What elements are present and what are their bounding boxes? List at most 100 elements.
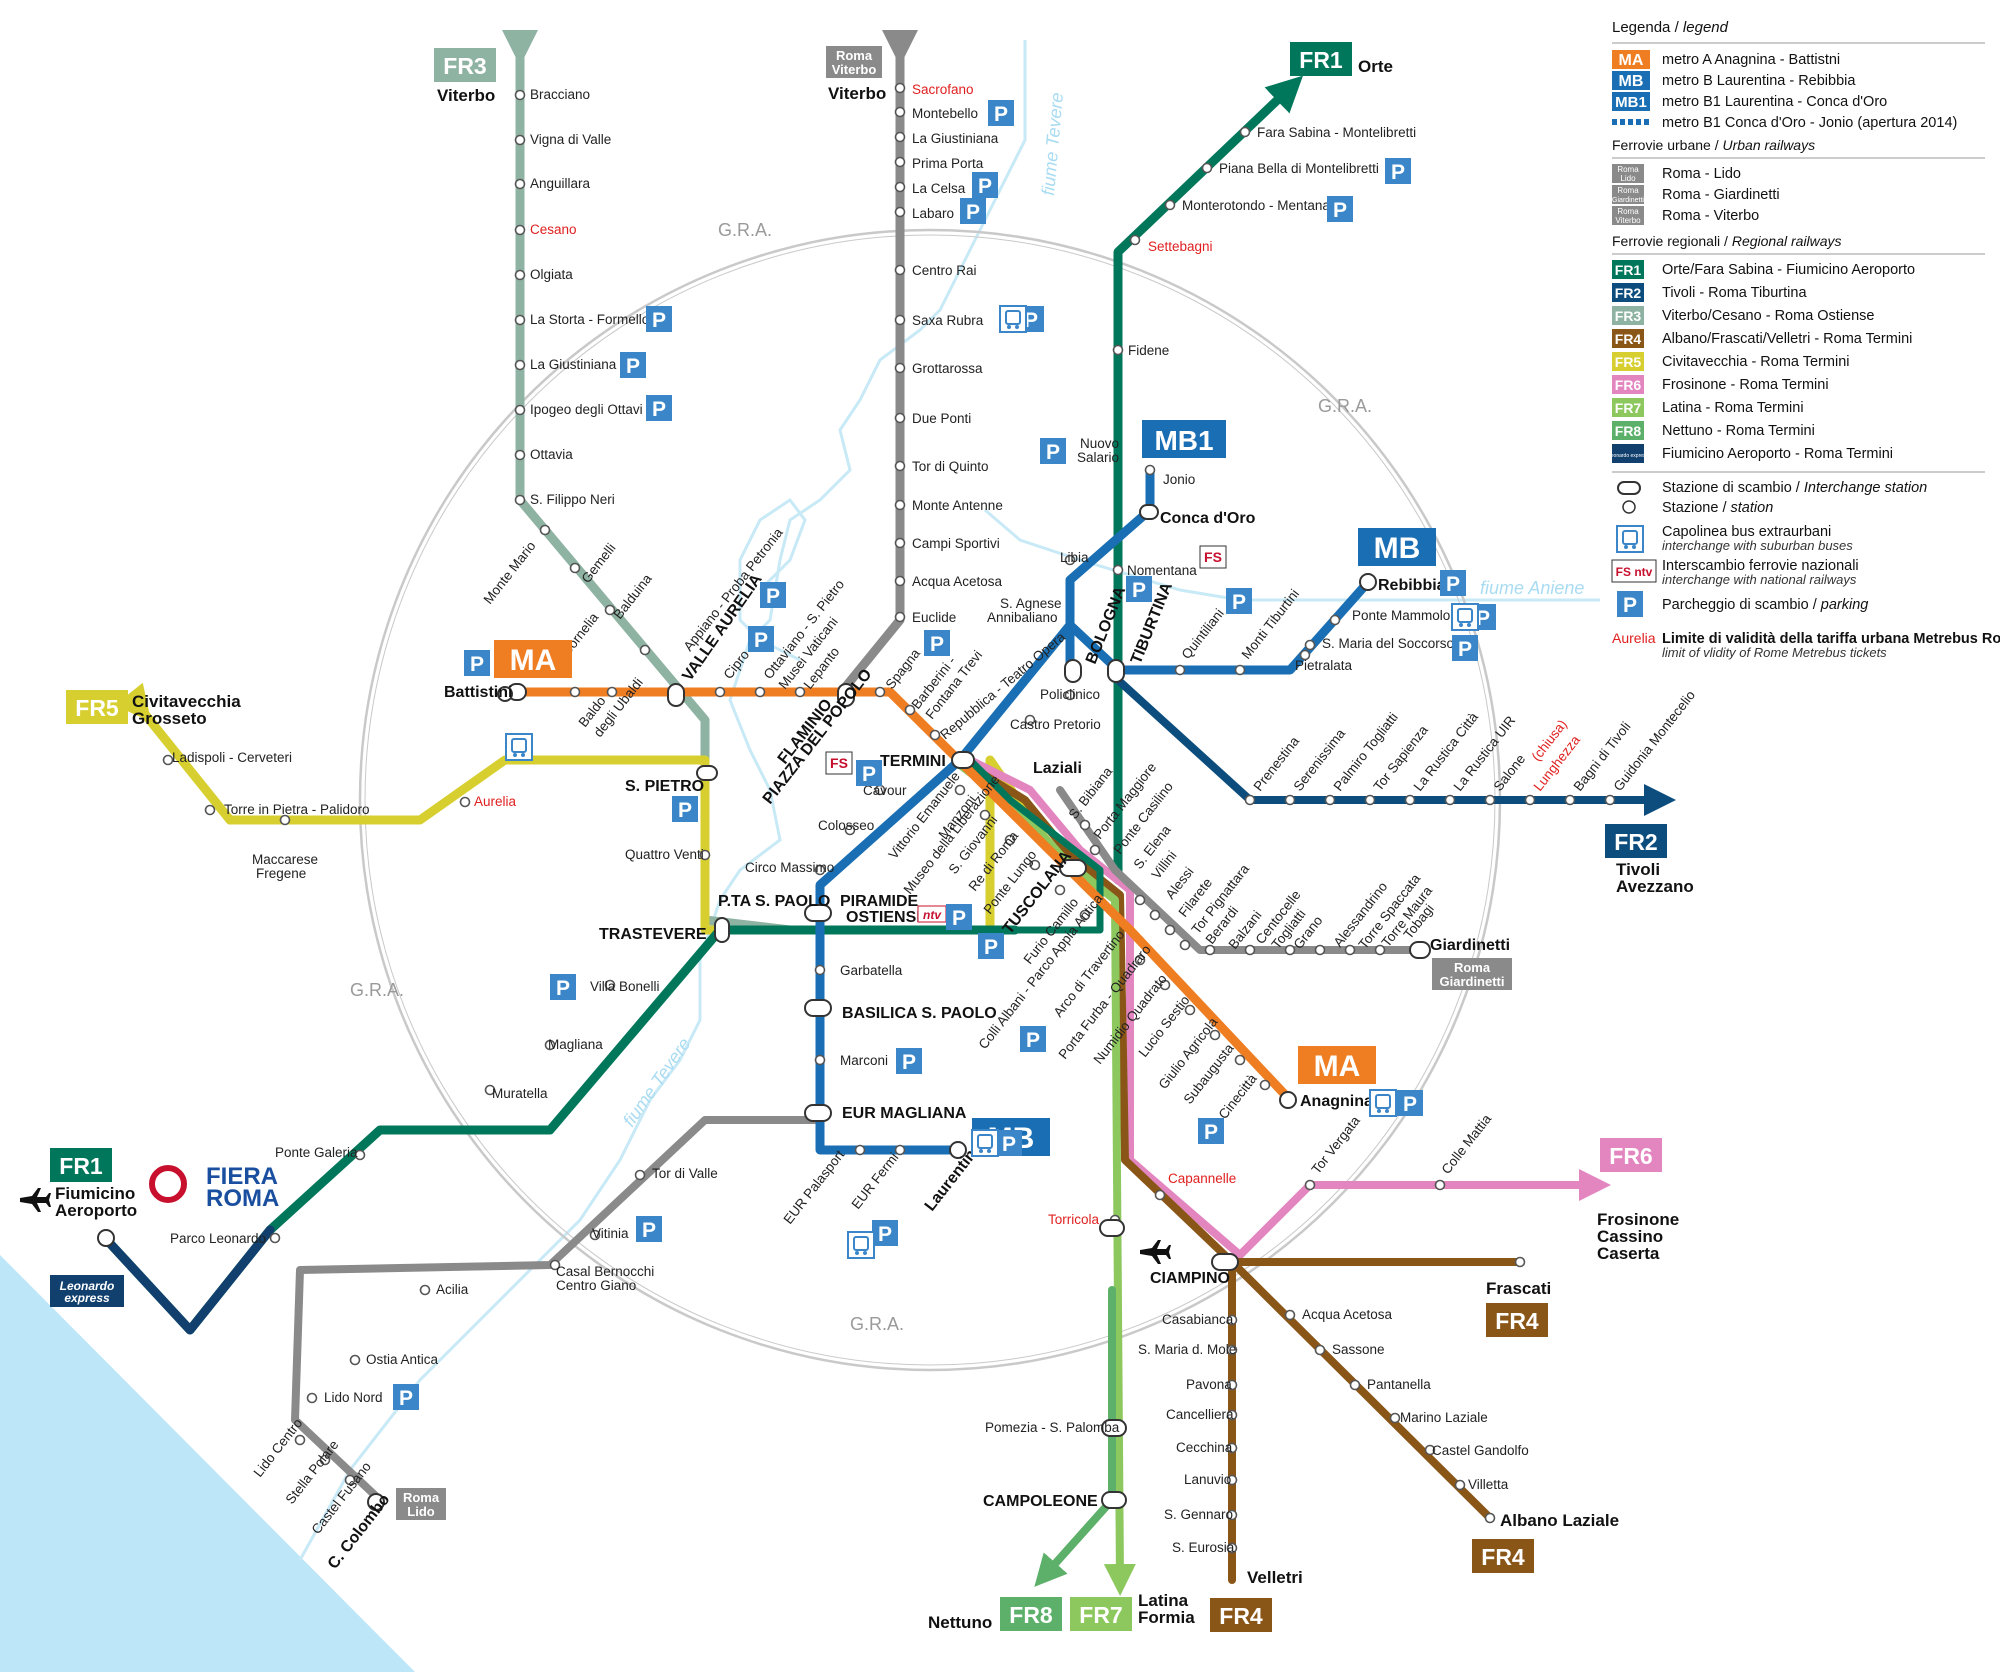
svg-text:Colosseo: Colosseo [818, 818, 874, 833]
svg-text:Roma: Roma [1617, 186, 1639, 195]
svg-text:Pomezia - S. Palomba: Pomezia - S. Palomba [985, 1420, 1120, 1435]
svg-text:Libia: Libia [1060, 550, 1089, 565]
svg-text:Anagnina: Anagnina [1300, 1093, 1373, 1110]
svg-text:Roma - Lido: Roma - Lido [1662, 166, 1741, 182]
svg-text:Tivoli - Roma Tiburtina: Tivoli - Roma Tiburtina [1662, 285, 1807, 301]
fr2-station-labels: Prenestina Serenissima Palmiro Togliatti… [1251, 688, 1699, 794]
svg-text:Ponte Mammolo: Ponte Mammolo [1352, 608, 1450, 623]
svg-text:La Giustiniana: La Giustiniana [530, 357, 617, 372]
svg-text:TRASTEVERE: TRASTEVERE [599, 926, 707, 943]
badge-fr4-bottom: FR4 [1210, 1598, 1272, 1632]
svg-text:Centro Rai: Centro Rai [912, 263, 977, 278]
svg-text:Fregene: Fregene [256, 866, 306, 881]
svg-text:Stazione / station: Stazione / station [1662, 500, 1773, 516]
svg-text:Limite di validità della tarif: Limite di validità della tariffa urbana … [1662, 631, 2000, 647]
svg-text:FR5: FR5 [1615, 354, 1642, 370]
svg-text:metro B1 Conca d'Oro - Jonio (: metro B1 Conca d'Oro - Jonio (apertura 2… [1662, 115, 1957, 131]
svg-text:express: express [64, 1291, 110, 1305]
svg-text:Cinecittà: Cinecittà [1216, 1071, 1260, 1122]
svg-text:Rebibbia: Rebibbia [1378, 577, 1446, 594]
svg-text:Piana Bella di Montelibretti: Piana Bella di Montelibretti [1219, 161, 1379, 176]
svg-text:Velletri: Velletri [1247, 1568, 1303, 1587]
svg-text:Bracciano: Bracciano [530, 87, 590, 102]
line-leonardo [100, 1225, 275, 1335]
river-label-tevere-north: fiume Tevere [1038, 92, 1067, 197]
line-fr3 [502, 30, 795, 935]
svg-text:Ponte Galeria: Ponte Galeria [275, 1145, 358, 1160]
svg-text:ROMA: ROMA [206, 1185, 279, 1212]
svg-text:Settebagni: Settebagni [1148, 239, 1213, 254]
svg-text:Roma: Roma [836, 48, 873, 63]
svg-text:Lido: Lido [1620, 174, 1636, 183]
svg-text:Civitavecchia: Civitavecchia [132, 692, 241, 711]
svg-text:Magliana: Magliana [548, 1037, 603, 1052]
svg-text:Pietralata: Pietralata [1295, 658, 1353, 673]
svg-text:TERMINI: TERMINI [880, 753, 946, 770]
svg-text:Monte Mario: Monte Mario [481, 538, 539, 606]
svg-text:Gemelli: Gemelli [579, 541, 619, 586]
svg-text:MA: MA [1619, 52, 1644, 69]
badge-fr5: FR5 [66, 690, 128, 724]
legend-station: Stazione / station [1622, 500, 1773, 516]
svg-text:FR6: FR6 [1609, 1143, 1652, 1169]
svg-text:Orte: Orte [1358, 57, 1393, 76]
ntv-badge: ntv [917, 905, 947, 923]
svg-text:Circo Massimo: Circo Massimo [745, 860, 834, 875]
rail-lines [100, 30, 1676, 1596]
gra-label-left: G.R.A. [350, 980, 404, 1000]
svg-text:Castel Gandolfo: Castel Gandolfo [1432, 1443, 1529, 1458]
svg-text:FR7: FR7 [1079, 1602, 1122, 1628]
svg-text:Latina: Latina [1138, 1591, 1189, 1610]
sea [0, 1255, 415, 1672]
svg-text:Aurelia: Aurelia [1612, 630, 1656, 646]
svg-text:Ferrovie regionali / Regional: Ferrovie regionali / Regional railways [1612, 233, 1842, 249]
river-aniene [984, 508, 1600, 602]
svg-text:Leonardo: Leonardo [60, 1279, 115, 1293]
svg-text:Acilia: Acilia [436, 1282, 469, 1297]
svg-text:Leonardo express: Leonardo express [1608, 453, 1649, 459]
line-metro-a [510, 687, 1295, 1105]
line-fr6 [956, 751, 1611, 1259]
svg-text:Nettuno: Nettuno [928, 1613, 992, 1632]
svg-text:Viterbo: Viterbo [1615, 216, 1641, 225]
svg-text:Acqua Acetosa: Acqua Acetosa [1302, 1307, 1393, 1322]
svg-text:Grosseto: Grosseto [132, 709, 207, 728]
airplane-icon-ciampino [1140, 1240, 1171, 1264]
gra-label-top: G.R.A. [718, 220, 772, 240]
airplane-icon-fiumicino [20, 1188, 51, 1212]
svg-text:Fara Sabina - Montelibretti: Fara Sabina - Montelibretti [1257, 125, 1416, 140]
svg-text:Villetta: Villetta [1468, 1477, 1509, 1492]
svg-text:Cecchina: Cecchina [1176, 1440, 1233, 1455]
svg-text:PIRAMIDE: PIRAMIDE [840, 893, 919, 910]
svg-text:Euclide: Euclide [912, 610, 956, 625]
badge-fr6: FR6 [1600, 1138, 1662, 1172]
svg-text:Casabianca: Casabianca [1162, 1312, 1234, 1327]
svg-text:Monterotondo - Mentana: Monterotondo - Mentana [1182, 198, 1330, 213]
svg-text:Salario: Salario [1077, 450, 1119, 465]
svg-text:FR2: FR2 [1615, 285, 1642, 301]
badge-mb-top: MB [1358, 528, 1436, 566]
svg-text:FS: FS [1204, 549, 1222, 565]
svg-text:Fiumicino Aeroporto - Roma Ter: Fiumicino Aeroporto - Roma Termini [1662, 446, 1893, 462]
svg-text:FR5: FR5 [75, 695, 119, 721]
svg-text:MB: MB [1374, 532, 1421, 565]
line-giardinetti [1056, 786, 1424, 954]
svg-text:Latina - Roma Termini: Latina - Roma Termini [1662, 400, 1804, 416]
svg-text:Anguillara: Anguillara [530, 176, 591, 191]
legend-metro-b1-ext: metro B1 Conca d'Oro - Jonio (apertura 2… [1612, 115, 1957, 131]
svg-text:Centro Giano: Centro Giano [556, 1278, 636, 1293]
svg-text:Montebello: Montebello [912, 106, 978, 121]
svg-text:PIAZZA DEL POPOLO: PIAZZA DEL POPOLO [760, 666, 876, 807]
svg-text:Ladispoli - Cerveteri: Ladispoli - Cerveteri [172, 750, 292, 765]
destination-labels: Orte Viterbo Viterbo Civitavecchia Gross… [55, 57, 1694, 1632]
svg-text:S. PIETRO: S. PIETRO [625, 778, 704, 795]
svg-text:Cavour: Cavour [863, 783, 907, 798]
